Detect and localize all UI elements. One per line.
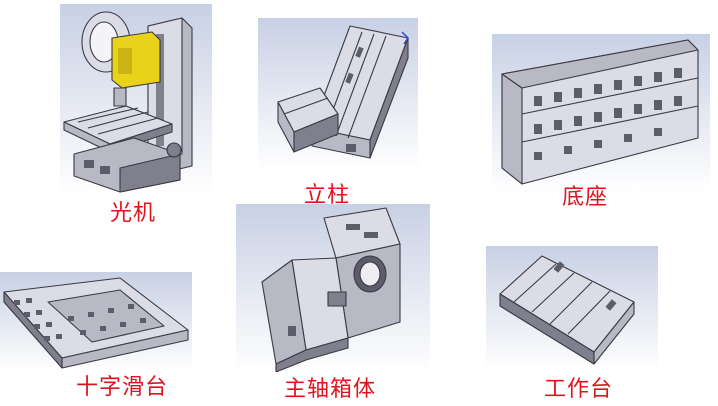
base-caption: 底座 <box>562 185 609 210</box>
spindle-box-image <box>236 204 430 372</box>
machine-image <box>60 4 212 194</box>
column-caption: 立柱 <box>304 183 351 208</box>
spindle-box-caption: 主轴箱体 <box>284 377 377 402</box>
column-image <box>258 18 418 170</box>
base-image <box>492 34 710 192</box>
cross-slide-caption: 十字滑台 <box>76 375 169 400</box>
cross-slide-image <box>0 272 192 372</box>
worktable-image <box>486 246 658 370</box>
machine-caption: 光机 <box>110 201 157 226</box>
worktable-caption: 工作台 <box>544 377 614 402</box>
